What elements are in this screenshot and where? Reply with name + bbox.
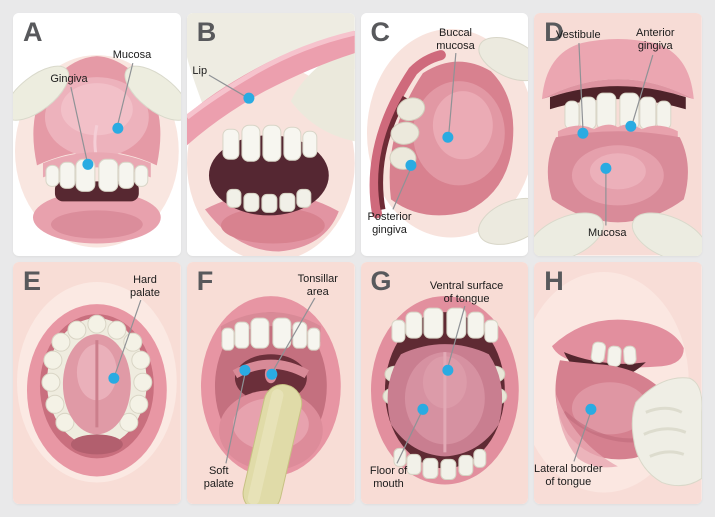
finger-icon bbox=[290, 43, 355, 142]
panel-h-annotations bbox=[573, 403, 597, 462]
leader-line bbox=[114, 299, 142, 375]
panel-b-annotations bbox=[208, 74, 255, 104]
leader-line bbox=[447, 53, 456, 134]
label-lateral-border: Lateral border of tongue bbox=[534, 462, 603, 488]
panel-letter: G bbox=[370, 265, 393, 296]
label-floor-of-mouth: Floor of mouth bbox=[369, 464, 408, 490]
label-lip: Lip bbox=[192, 65, 208, 77]
label-hard-palate: Hard palate bbox=[130, 273, 160, 299]
panel-h-illustration bbox=[534, 261, 702, 504]
leader-line bbox=[395, 410, 422, 464]
panel-letter: D bbox=[544, 17, 565, 47]
panel-e-illustration bbox=[13, 261, 181, 504]
label-posterior-gingiva: Posterior gingiva bbox=[367, 211, 412, 237]
annotation-dot-floor-of-mouth bbox=[416, 403, 428, 415]
panel-a: A Mucosa Gingiva bbox=[13, 13, 181, 256]
panel-letter: H bbox=[544, 265, 565, 296]
panel-d-illustration bbox=[534, 13, 702, 256]
annotation-dot-gingiva bbox=[82, 158, 94, 170]
finger-icon bbox=[477, 37, 529, 245]
leader-line bbox=[272, 297, 316, 372]
label-vestibule: Vestibule bbox=[555, 29, 601, 41]
annotation-dot-buccal-mucosa bbox=[441, 131, 453, 143]
panel-c-annotations bbox=[391, 53, 456, 210]
annotation-dot-mucosa bbox=[112, 122, 124, 134]
panel-g-annotations bbox=[395, 305, 465, 464]
panel-a-annotations bbox=[70, 62, 134, 170]
leader-line bbox=[70, 87, 88, 161]
leader-line bbox=[225, 373, 246, 464]
panel-letter: E bbox=[23, 265, 42, 296]
panel-a-illustration bbox=[13, 13, 181, 256]
finger-icon bbox=[13, 65, 181, 121]
panel-letter: A bbox=[23, 17, 43, 47]
tongue-depressor-icon bbox=[242, 383, 302, 504]
annotation-dot-posterior-gingiva bbox=[404, 159, 416, 171]
leader-line bbox=[573, 410, 592, 462]
panel-e-annotations bbox=[108, 299, 142, 384]
panel-g-illustration bbox=[360, 261, 529, 504]
annotation-dot-hard-palate bbox=[108, 372, 120, 384]
gauze-icon bbox=[632, 376, 702, 486]
annotation-dot-vestibule bbox=[577, 127, 589, 139]
finger-icon bbox=[534, 212, 702, 256]
label-soft-palate: Soft palate bbox=[203, 464, 234, 490]
panel-d-annotations bbox=[577, 43, 654, 226]
annotation-dot-anterior-gingiva bbox=[625, 120, 637, 132]
leader-line bbox=[446, 305, 465, 367]
annotation-dot-mucosa bbox=[600, 162, 612, 174]
panel-b: B Lip bbox=[186, 13, 355, 256]
panel-f-annotations bbox=[225, 297, 316, 464]
panel-letter: B bbox=[196, 17, 217, 47]
label-ventral-surface: Ventral surface of tongue bbox=[429, 279, 504, 305]
panel-g: G Ventral surface of tongue Floor of mou… bbox=[360, 261, 529, 504]
panel-f-illustration bbox=[186, 261, 355, 504]
label-buccal-mucosa: Buccal mucosa bbox=[436, 27, 475, 53]
annotation-dot-lateral-border bbox=[585, 403, 597, 415]
leader-line bbox=[117, 62, 134, 125]
annotation-dot-lip bbox=[243, 92, 255, 104]
panel-f: F Tonsillar area Soft palate bbox=[186, 261, 355, 504]
label-gingiva: Gingiva bbox=[50, 73, 88, 85]
panel-letter: C bbox=[370, 17, 391, 47]
leader-line bbox=[631, 54, 654, 126]
panel-c: C Buccal mucosa Posterior gingiva bbox=[360, 13, 529, 256]
panel-h: H Lateral border of tongue bbox=[534, 261, 702, 504]
annotation-dot-soft-palate bbox=[239, 364, 251, 376]
label-mucosa: Mucosa bbox=[112, 49, 152, 61]
panel-b-illustration bbox=[186, 13, 355, 256]
leader-line bbox=[578, 43, 584, 130]
label-mucosa: Mucosa bbox=[587, 227, 627, 239]
panel-d: D Vestibule Anterior gingiva Mucosa bbox=[534, 13, 702, 256]
label-anterior-gingiva: Anterior gingiva bbox=[635, 27, 675, 53]
leader-line bbox=[391, 170, 410, 210]
annotation-dot-ventral-surface bbox=[441, 364, 453, 376]
annotation-dot-tonsillar-area bbox=[266, 368, 278, 380]
leader-line bbox=[208, 74, 245, 97]
label-tonsillar-area: Tonsillar area bbox=[297, 272, 338, 298]
panel-letter: F bbox=[196, 265, 214, 296]
panel-e: E Hard palate bbox=[13, 261, 181, 504]
